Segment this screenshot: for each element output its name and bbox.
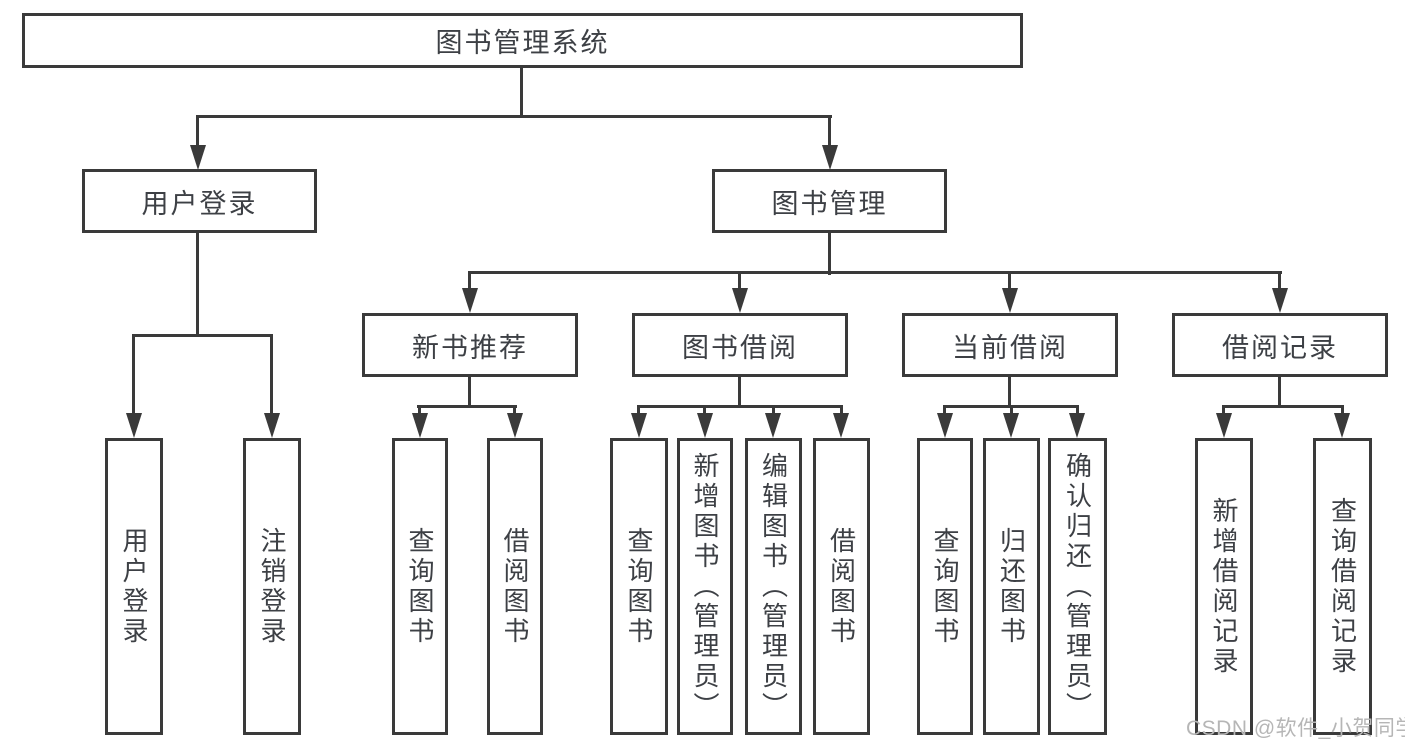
leaf-logout-label: 注销登录	[257, 526, 287, 647]
connector-line	[468, 271, 471, 291]
connector-line	[943, 405, 946, 417]
arrow-down-icon	[1216, 413, 1232, 438]
connector-line	[520, 68, 523, 117]
node-new-books-label: 新书推荐	[412, 332, 528, 363]
node-book-management-label: 图书管理	[771, 188, 888, 219]
node-borrow-records-label: 借阅记录	[1222, 332, 1338, 363]
leaf-current-query-label: 查询图书	[930, 526, 960, 647]
leaf-borrow-book: 借阅图书	[813, 438, 870, 735]
csdn-watermark: CSDN @软件_小贺同学	[1186, 717, 1405, 740]
connector-line	[468, 271, 1282, 274]
node-root-label: 图书管理系统	[435, 28, 610, 58]
arrow-down-icon	[822, 145, 838, 170]
node-root: 图书管理系统	[22, 13, 1023, 68]
connector-line	[828, 115, 831, 148]
leaf-newbooks-borrow-label: 借阅图书	[500, 526, 530, 647]
connector-line	[132, 334, 135, 416]
arrow-down-icon	[1003, 413, 1019, 438]
connector-line	[1222, 405, 1225, 417]
arrow-down-icon	[1002, 288, 1018, 313]
arrow-down-icon	[937, 413, 953, 438]
leaf-newbooks-query-label: 查询图书	[405, 526, 435, 647]
leaf-logout: 注销登录	[243, 438, 301, 735]
node-book-borrow-label: 图书借阅	[682, 332, 798, 363]
leaf-return-book-label: 归还图书	[996, 526, 1027, 647]
arrow-down-icon	[412, 413, 428, 438]
leaf-borrow-query-label: 查询图书	[624, 526, 654, 647]
leaf-confirm-return: 确认归还（管理员）	[1048, 438, 1107, 735]
connector-line	[738, 377, 741, 407]
leaf-borrow-book-label: 借阅图书	[826, 526, 857, 647]
arrow-down-icon	[1069, 413, 1085, 438]
connector-line	[637, 405, 843, 408]
arrow-down-icon	[765, 413, 781, 438]
connector-line	[196, 232, 199, 336]
connector-line	[1008, 377, 1011, 407]
arrow-down-icon	[507, 413, 523, 438]
connector-line	[468, 377, 471, 407]
connector-line	[197, 115, 832, 118]
connector-line	[1010, 405, 1013, 417]
arrow-down-icon	[1272, 288, 1288, 313]
node-new-books: 新书推荐	[362, 313, 578, 377]
leaf-borrow-edit-book: 编辑图书（管理员）	[745, 438, 802, 735]
node-user-login: 用户登录	[82, 169, 317, 233]
node-current-borrow: 当前借阅	[902, 313, 1118, 377]
connector-line	[828, 232, 831, 275]
leaf-current-query: 查询图书	[917, 438, 973, 735]
arrow-down-icon	[1334, 413, 1350, 438]
leaf-user-login: 用户登录	[105, 438, 163, 735]
leaf-borrow-edit-book-label: 编辑图书（管理员）	[758, 451, 789, 722]
leaf-add-borrow-record: 新增借阅记录	[1195, 438, 1253, 735]
connector-line	[1341, 405, 1344, 417]
leaf-confirm-return-label: 确认归还（管理员）	[1062, 451, 1093, 722]
connector-line	[132, 334, 273, 337]
leaf-newbooks-query: 查询图书	[392, 438, 448, 735]
leaf-add-borrow-record-label: 新增借阅记录	[1209, 496, 1239, 677]
arrow-down-icon	[462, 288, 478, 313]
node-current-borrow-label: 当前借阅	[952, 332, 1068, 363]
node-book-management: 图书管理	[712, 169, 947, 233]
node-user-login-label: 用户登录	[141, 188, 258, 219]
leaf-user-login-label: 用户登录	[119, 526, 149, 647]
leaf-borrow-add-book-label: 新增图书（管理员）	[690, 451, 720, 722]
connector-line	[270, 334, 273, 416]
node-borrow-records: 借阅记录	[1172, 313, 1388, 377]
leaf-query-borrow-record: 查询借阅记录	[1313, 438, 1372, 735]
node-book-borrow: 图书借阅	[632, 313, 848, 377]
connector-line	[637, 405, 640, 417]
arrow-down-icon	[264, 413, 280, 438]
arrow-down-icon	[126, 413, 142, 438]
leaf-query-borrow-record-label: 查询借阅记录	[1327, 496, 1358, 677]
connector-line	[738, 271, 741, 291]
arrow-down-icon	[732, 288, 748, 313]
connector-line	[1076, 405, 1079, 417]
connector-line	[1278, 271, 1281, 291]
arrow-down-icon	[631, 413, 647, 438]
connector-line	[417, 405, 517, 408]
connector-line	[1278, 377, 1281, 407]
arrow-down-icon	[833, 413, 849, 438]
connector-line	[196, 115, 199, 148]
leaf-borrow-add-book: 新增图书（管理员）	[677, 438, 733, 735]
arrow-down-icon	[697, 413, 713, 438]
connector-line	[772, 405, 775, 417]
connector-line	[1008, 271, 1011, 291]
connector-line	[703, 405, 706, 417]
connector-line	[1222, 405, 1344, 408]
connector-line	[418, 405, 421, 417]
leaf-return-book: 归还图书	[983, 438, 1040, 735]
connector-line	[513, 405, 516, 417]
connector-line	[840, 405, 843, 417]
leaf-borrow-query: 查询图书	[610, 438, 668, 735]
arrow-down-icon	[190, 145, 206, 170]
leaf-newbooks-borrow: 借阅图书	[487, 438, 543, 735]
